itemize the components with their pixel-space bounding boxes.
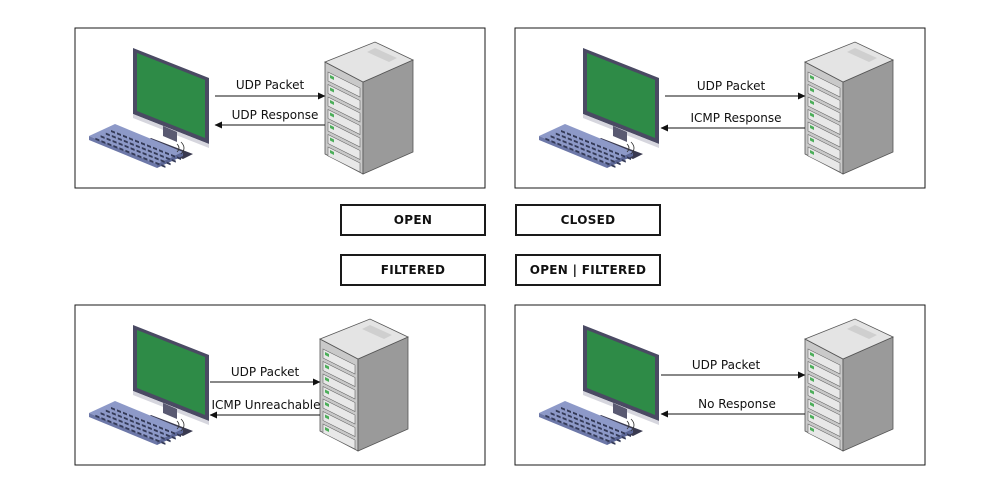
client-computer-icon: [89, 325, 209, 445]
state-filtered: FILTERED: [340, 254, 486, 286]
wireless-icon: [626, 418, 635, 432]
keyboard-side: [607, 152, 633, 168]
server-top: [804, 318, 894, 360]
state-open-filtered: OPEN | FILTERED: [515, 254, 661, 286]
monitor-screen: [137, 330, 205, 415]
server-drive-bays: [327, 71, 361, 173]
keyboard-top: [89, 401, 183, 441]
state-closed-label: CLOSED: [561, 213, 616, 227]
state-open-label: OPEN: [394, 213, 432, 227]
wireless-icon: [176, 141, 185, 155]
monitor-stand: [163, 126, 177, 142]
panels: UDP Packet UDP Response UDP Packet ICMP …: [74, 27, 926, 466]
wireless-icon: [176, 418, 185, 432]
state-open-filtered-label: OPEN | FILTERED: [530, 263, 647, 277]
panel-closed: UDP Packet ICMP Response: [514, 27, 926, 189]
monitor-screen: [587, 330, 655, 415]
server-vent: [847, 325, 877, 339]
state-open-box: [340, 204, 486, 236]
wireless-icon: [626, 141, 635, 155]
server-icon: [804, 41, 894, 175]
keyboard-edge: [539, 413, 607, 445]
keyboard-side: [157, 429, 183, 445]
state-filtered-box: [340, 254, 486, 286]
server-icon: [319, 318, 409, 452]
keyboard-edge: [89, 136, 157, 168]
monitor-screen: [137, 53, 205, 138]
response-label: No Response: [698, 397, 776, 411]
state-closed: CLOSED: [515, 204, 661, 236]
request-label: UDP Packet: [697, 79, 766, 93]
client-computer-icon: [539, 48, 659, 168]
keyboard-keys: [95, 130, 181, 168]
request-label: UDP Packet: [236, 78, 305, 92]
client-computer-icon: [539, 325, 659, 445]
request-label: UDP Packet: [231, 365, 300, 379]
server-drive-bays: [807, 348, 841, 450]
state-filtered-label: FILTERED: [381, 263, 446, 277]
port-state-labels: OPEN CLOSED FILTERED OPEN | FILTERED: [340, 204, 661, 286]
keyboard-edge: [539, 136, 607, 168]
server-vent: [847, 48, 877, 62]
server-top: [319, 318, 409, 360]
state-open: OPEN: [340, 204, 486, 236]
panel-filtered: UDP Packet ICMP Unreachable: [74, 304, 486, 466]
keyboard-side: [607, 429, 633, 445]
keyboard-side: [157, 152, 183, 168]
monitor-stand: [163, 403, 177, 419]
keyboard-edge: [89, 413, 157, 445]
server-vent: [367, 48, 397, 62]
keyboard-top: [539, 124, 633, 164]
keyboard-keys: [545, 130, 631, 168]
panel-open: UDP Packet UDP Response: [74, 27, 486, 189]
state-open-filtered-box: [515, 254, 661, 286]
server-icon: [324, 41, 414, 175]
server-vent: [362, 325, 392, 339]
request-label: UDP Packet: [692, 358, 761, 372]
client-computer-icon: [89, 48, 209, 168]
server-icon: [804, 318, 894, 452]
keyboard-top: [89, 124, 183, 164]
monitor-stand: [613, 126, 627, 142]
server-drive-bays: [807, 71, 841, 173]
response-label: ICMP Unreachable: [211, 398, 320, 412]
server-top: [804, 41, 894, 83]
server-top: [324, 41, 414, 83]
state-closed-box: [515, 204, 661, 236]
keyboard-keys: [95, 407, 181, 445]
monitor-screen: [587, 53, 655, 138]
server-drive-bays: [322, 348, 356, 450]
panel-open-filtered: UDP Packet No Response: [514, 304, 926, 466]
keyboard-top: [539, 401, 633, 441]
response-label: UDP Response: [232, 108, 319, 122]
response-label: ICMP Response: [691, 111, 782, 125]
keyboard-keys: [545, 407, 631, 445]
monitor-stand: [613, 403, 627, 419]
